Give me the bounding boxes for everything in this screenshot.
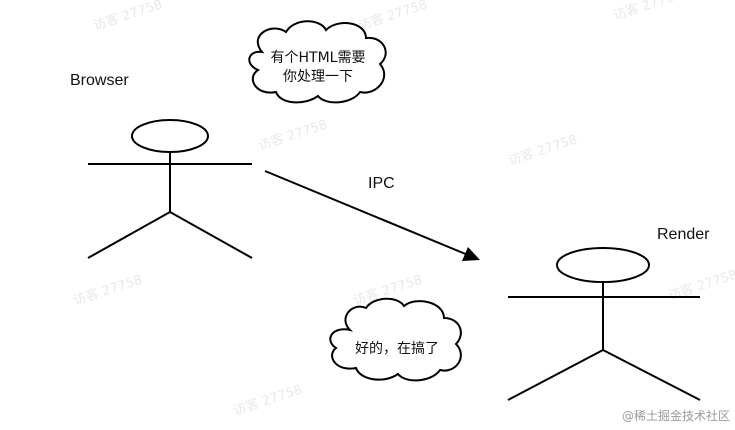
render-bubble-text: 好的，在搞了 [355, 341, 439, 357]
watermark-text: 访客 27758 [91, 0, 164, 34]
ipc-arrow-line [264, 170, 469, 256]
watermark-text: 访客 27758 [71, 271, 144, 308]
browser-cloud-shape [248, 20, 387, 104]
watermark-text: 访客 27758 [611, 0, 684, 24]
render-speech-bubble: 好的，在搞了 [329, 297, 462, 382]
watermark-text: 访客 27758 [231, 381, 304, 418]
watermark-text: 访客 27758 [256, 116, 329, 153]
render-cloud-shape [329, 297, 462, 382]
render-actor-head [556, 247, 650, 283]
watermark-text: 访客 27758 [356, 0, 429, 34]
watermark-text: 访客 27758 [666, 266, 735, 303]
browser-actor [87, 119, 253, 259]
browser-actor-head [131, 119, 209, 153]
ipc-label: IPC [368, 175, 395, 192]
browser-bubble-line-2: 你处理一下 [283, 69, 353, 85]
footer-credit: @稀土掘金技术社区 [622, 408, 730, 423]
render-actor-right-leg [602, 349, 701, 401]
browser-bubble-line-1: 有个HTML需要 [271, 50, 366, 66]
ipc-arrow-head [462, 247, 480, 261]
render-actor-left-leg [507, 349, 604, 401]
watermark-text: 访客 27758 [506, 131, 579, 168]
ipc-arrow [264, 170, 480, 261]
render-label: Render [657, 226, 710, 243]
browser-speech-bubble: 有个HTML需要 你处理一下 [248, 20, 387, 104]
browser-label: Browser [70, 72, 129, 89]
render-actor [507, 247, 701, 401]
browser-actor-right-leg [169, 211, 253, 259]
browser-actor-left-leg [87, 211, 171, 259]
